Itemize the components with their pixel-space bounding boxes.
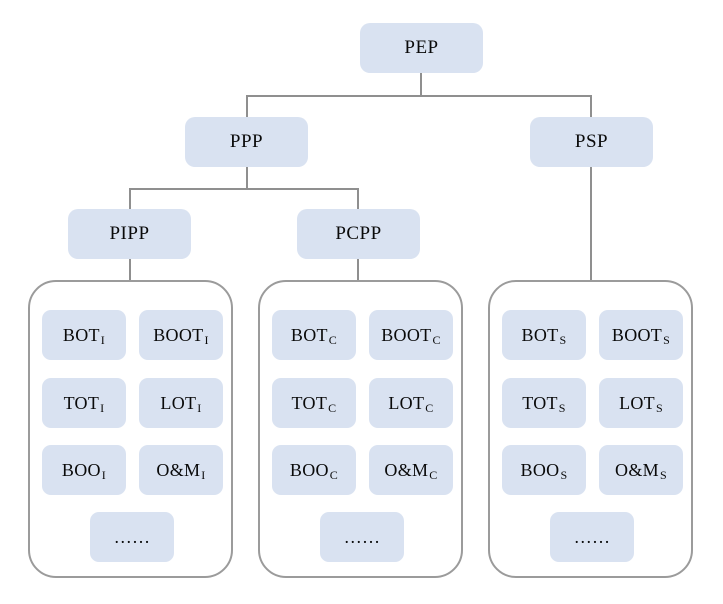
leaf-label: BOOT: [381, 324, 432, 345]
leaf-label: BOO: [61, 459, 101, 480]
leaf-label: BOOT: [153, 324, 204, 345]
connector-level2-horizontal: [129, 188, 359, 190]
leaf-subscript: I: [100, 400, 105, 415]
node-psp: PSP: [530, 117, 653, 167]
leaf-subscript: S: [655, 400, 663, 415]
leaf-label: BOO: [289, 459, 329, 480]
leaf-label: BOT: [62, 324, 100, 345]
leaf-subscript: S: [659, 467, 667, 482]
leaf-label: LOT: [160, 392, 197, 413]
connector-pcpp-up: [357, 188, 359, 210]
leaf-label: LOT: [388, 392, 425, 413]
leaf-subscript: I: [201, 467, 206, 482]
leaf-ellipsis: ……: [550, 512, 634, 562]
leaf-label: BOO: [520, 459, 560, 480]
connector-pipp-up: [129, 188, 131, 210]
leaf-subscript: C: [329, 467, 339, 482]
connector-psp-down: [590, 167, 592, 281]
leaf-subscript: C: [432, 332, 441, 347]
connector-ppp-down: [246, 167, 248, 189]
leaf-ellipsis: ……: [90, 512, 174, 562]
node-pep: PEP: [360, 23, 483, 73]
node-ppp: PPP: [185, 117, 308, 167]
connector-pcpp-down: [357, 258, 359, 281]
leaf-subscript: S: [558, 400, 566, 415]
leaf-label: BOT: [290, 324, 328, 345]
leaf-label: BOOT: [611, 324, 663, 345]
connector-ppp-up: [246, 95, 248, 118]
leaf-subscript: C: [328, 332, 338, 347]
node-ppp-label: PPP: [229, 131, 264, 152]
leaf-label: ……: [573, 526, 611, 547]
node-pipp: PIPP: [68, 209, 191, 259]
leaf-ellipsis: ……: [320, 512, 404, 562]
leaf-label: TOT: [63, 392, 100, 413]
leaf-subscript: I: [197, 400, 202, 415]
connector-pipp-down: [129, 258, 131, 281]
leaf-label: O&M: [615, 459, 659, 480]
leaf-subscript: C: [425, 400, 434, 415]
leaf-label: ……: [113, 526, 151, 547]
leaf-subscript: C: [328, 400, 337, 415]
leaf-label: LOT: [619, 392, 655, 413]
connector-pep-down: [420, 73, 422, 96]
leaf-subscript: I: [204, 332, 209, 347]
connector-level1-horizontal: [246, 95, 592, 97]
leaf-label: O&M: [384, 459, 429, 480]
leaf-label: BOT: [521, 324, 559, 345]
leaf-subscript: S: [559, 332, 567, 347]
leaf-subscript: S: [560, 467, 568, 482]
leaf-label: O&M: [156, 459, 201, 480]
node-pep-label: PEP: [404, 37, 439, 58]
leaf-subscript: S: [663, 332, 671, 347]
leaf-label: ……: [343, 526, 381, 547]
node-pipp-label: PIPP: [109, 223, 150, 244]
leaf-label: TOT: [291, 392, 328, 413]
node-pcpp-label: PCPP: [335, 223, 382, 244]
leaf-subscript: I: [100, 332, 106, 347]
node-pcpp: PCPP: [297, 209, 420, 259]
leaf-label: TOT: [522, 392, 558, 413]
connector-psp-up: [590, 95, 592, 118]
leaf-subscript: I: [101, 467, 107, 482]
leaf-subscript: C: [429, 467, 438, 482]
node-psp-label: PSP: [574, 131, 609, 152]
